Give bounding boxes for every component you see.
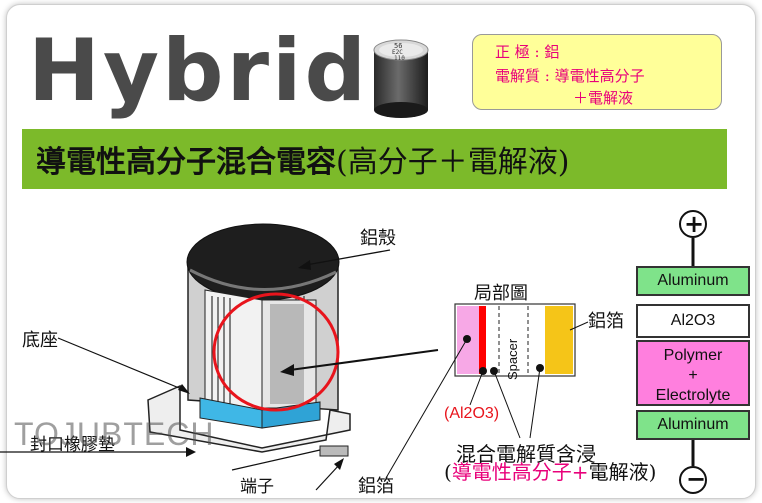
label-foil-bottom: 鋁箔 [358, 476, 394, 497]
capacitor-marking-1: 56 [394, 42, 402, 50]
label-base: 底座 [22, 330, 58, 351]
banner-bold: 導電性高分子混合電容 [36, 145, 336, 180]
info-electrolyte: 電解質 : 導電性高分子 [495, 67, 645, 85]
layer-polymer-electrolyte: Polymer + Electrolyte [636, 340, 750, 406]
layer-aluminum-bottom: Aluminum [636, 410, 750, 440]
label-foil-right: 鋁箔 [588, 311, 624, 332]
paren-close: ) [648, 460, 657, 484]
layer-oxide: Al2O3 [636, 304, 750, 338]
slide-title: Hybrid [28, 21, 370, 121]
layer-aluminum-top: Aluminum [636, 266, 750, 296]
label-impregnate-detail: (導電性高分子+電解液) [444, 456, 656, 485]
label-terminal: 端子 [240, 477, 274, 497]
label-seal: 封口橡膠墊 [30, 435, 115, 455]
minus-terminal-icon: − [686, 465, 707, 493]
label-detail: 局部圖 [474, 283, 528, 304]
capacitor-photo: 56 E2C 110 [373, 39, 429, 118]
banner-text: 導電性高分子混合電容(高分子＋電解液) [36, 137, 569, 181]
watermark: TOJUBTECH [14, 416, 215, 452]
capacitor-marking-2: E2C [392, 49, 403, 56]
label-shell: 鋁殼 [360, 228, 396, 249]
info-anode: 正 極 : 鋁 [495, 43, 560, 61]
plus-terminal-icon: + [684, 210, 705, 238]
info-electrolyte-cont: ＋電解液 [573, 89, 634, 107]
detail-electrolyte: 電解液 [588, 460, 649, 484]
banner-normal: (高分子＋電解液) [336, 145, 570, 180]
info-box: 正 極 : 鋁 電解質 : 導電性高分子 ＋電解液 [472, 34, 722, 110]
paren-open: ( [444, 460, 452, 484]
banner: 導電性高分子混合電容(高分子＋電解液) [22, 129, 727, 189]
capacitor-marking-3: 110 [394, 55, 405, 62]
detail-polymer: 導電性高分子+ [451, 460, 589, 484]
label-impregnate: 混合電解質含浸 [456, 442, 596, 466]
label-oxide: (Al2O3) [444, 405, 500, 422]
